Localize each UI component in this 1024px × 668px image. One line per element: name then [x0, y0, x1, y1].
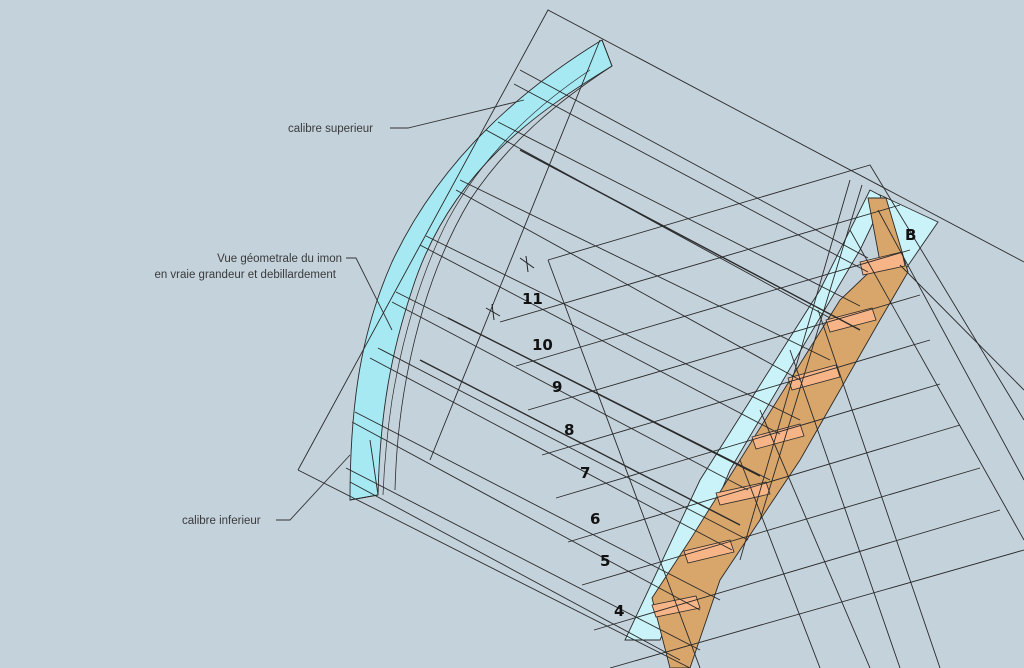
vue-geometrale-label-line1: Vue géometrale du imon — [217, 253, 342, 265]
annotation-leaders — [276, 99, 525, 521]
calibre-inner-band — [394, 65, 613, 491]
step-number: 6 — [590, 510, 600, 528]
step-number: 5 — [600, 552, 610, 570]
step-number: 10 — [532, 336, 553, 354]
step-block — [715, 481, 771, 506]
cross-mark — [485, 303, 501, 321]
peach-steps — [651, 251, 906, 618]
point-label-b: B — [905, 226, 916, 244]
step-block — [651, 595, 701, 618]
calibre-inferieur-label: calibre inferieur — [182, 515, 261, 527]
step-block — [859, 251, 906, 276]
cross-mark — [519, 255, 535, 273]
step-number: 8 — [564, 421, 574, 439]
step-number-labels: 11 10 9 8 7 6 5 4 — [522, 290, 624, 620]
construction-lines — [297, 9, 1024, 668]
calibre-inner-band-2 — [382, 69, 591, 496]
step-block — [825, 307, 877, 333]
step-number: 11 — [522, 290, 543, 308]
cross-marks — [485, 255, 535, 321]
step-number: 7 — [580, 464, 590, 482]
step-number: 4 — [614, 602, 624, 620]
step-block — [751, 423, 805, 450]
step-number: 9 — [552, 378, 562, 396]
vue-geometrale-label-line2: en vraie grandeur et debillardement — [154, 269, 336, 281]
step-block — [683, 539, 735, 564]
calibre-superieur-label: calibre superieur — [288, 123, 373, 135]
